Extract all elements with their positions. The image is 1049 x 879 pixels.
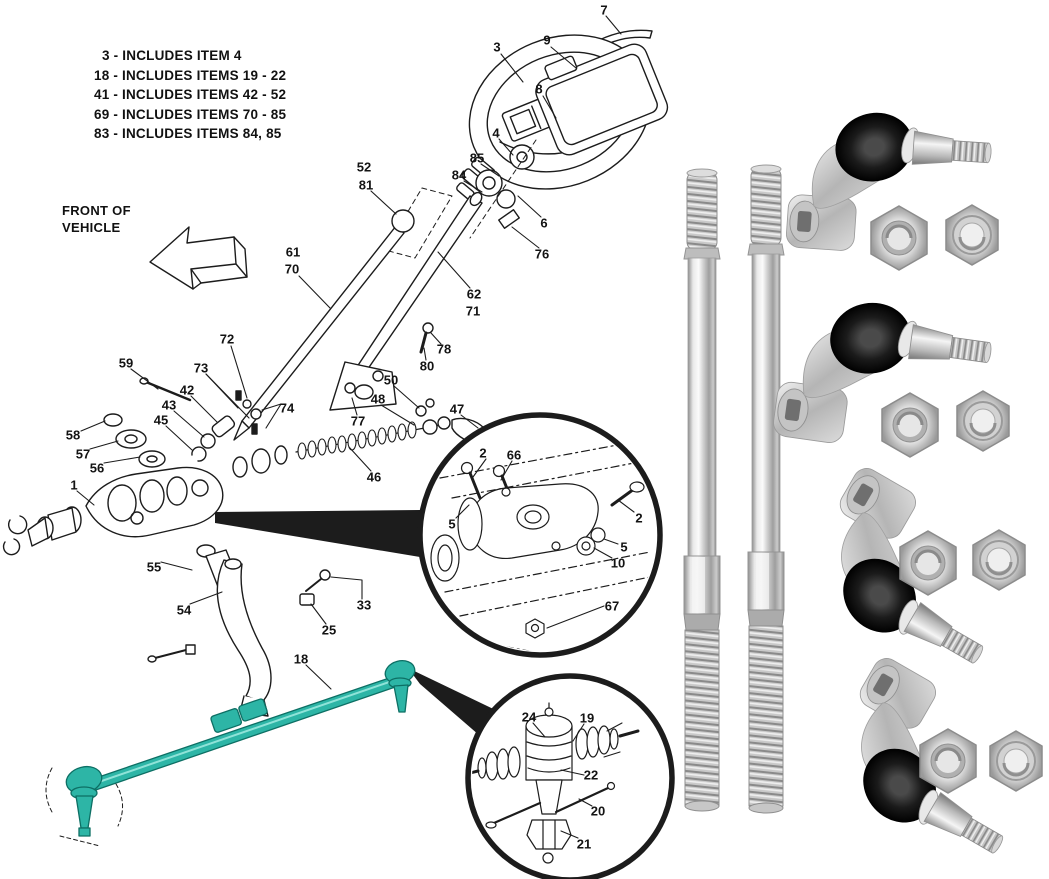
- leader-lines: [76, 15, 622, 690]
- inset-tie-rod-end-detail: [465, 673, 675, 879]
- legend-line: 69 - INCLUDES ITEMS 70 - 85: [94, 106, 287, 122]
- front-of-vehicle-line: FRONT OF: [62, 203, 131, 218]
- hex-nut-photo-1: [869, 204, 929, 272]
- lock-nut-photo-1: [944, 203, 1000, 267]
- parts-42-43-45: [191, 415, 236, 462]
- steering-gearbox: [2, 398, 496, 556]
- front-of-vehicle-line: VEHICLE: [62, 220, 121, 235]
- legend: 3 - INCLUDES ITEM 4 18 - INCLUDES ITEMS …: [94, 46, 286, 144]
- washers-56-57-58: [103, 413, 166, 468]
- legend-line: 18 - INCLUDES ITEMS 19 - 22: [94, 67, 287, 83]
- legend-line: 3 - INCLUDES ITEM 4: [102, 48, 242, 63]
- lock-nut-photo-4: [988, 729, 1044, 793]
- legend-line: 83 - INCLUDES ITEMS 84, 85: [94, 126, 282, 141]
- tie-rod-shaft-photo-1: [683, 168, 721, 812]
- product-photos: [683, 96, 1049, 879]
- highlighted-tie-rod-18: [45, 660, 416, 847]
- hex-nut-photo-2: [880, 391, 940, 459]
- bolt-78-80: [419, 322, 434, 354]
- front-of-vehicle-label: FRONT OF VEHICLE: [62, 202, 131, 236]
- lock-nut-photo-3: [971, 528, 1027, 592]
- steering-shaft-upper: [233, 209, 415, 441]
- magnifier-pointer-1: [215, 510, 420, 557]
- legend-line: 41 - INCLUDES ITEMS 42 - 52: [94, 87, 287, 102]
- inset-gearbox-detail: [417, 412, 663, 658]
- steering-shaft-lower: [304, 187, 483, 411]
- tie-rod-shaft-photo-2: [747, 164, 785, 814]
- parts-72-73: [235, 390, 262, 435]
- steering-column-upper-parts: [456, 139, 537, 239]
- pitman-arm-assembly: [147, 544, 331, 717]
- front-of-vehicle-arrow: [149, 226, 248, 290]
- lock-nut-photo-2: [955, 389, 1011, 453]
